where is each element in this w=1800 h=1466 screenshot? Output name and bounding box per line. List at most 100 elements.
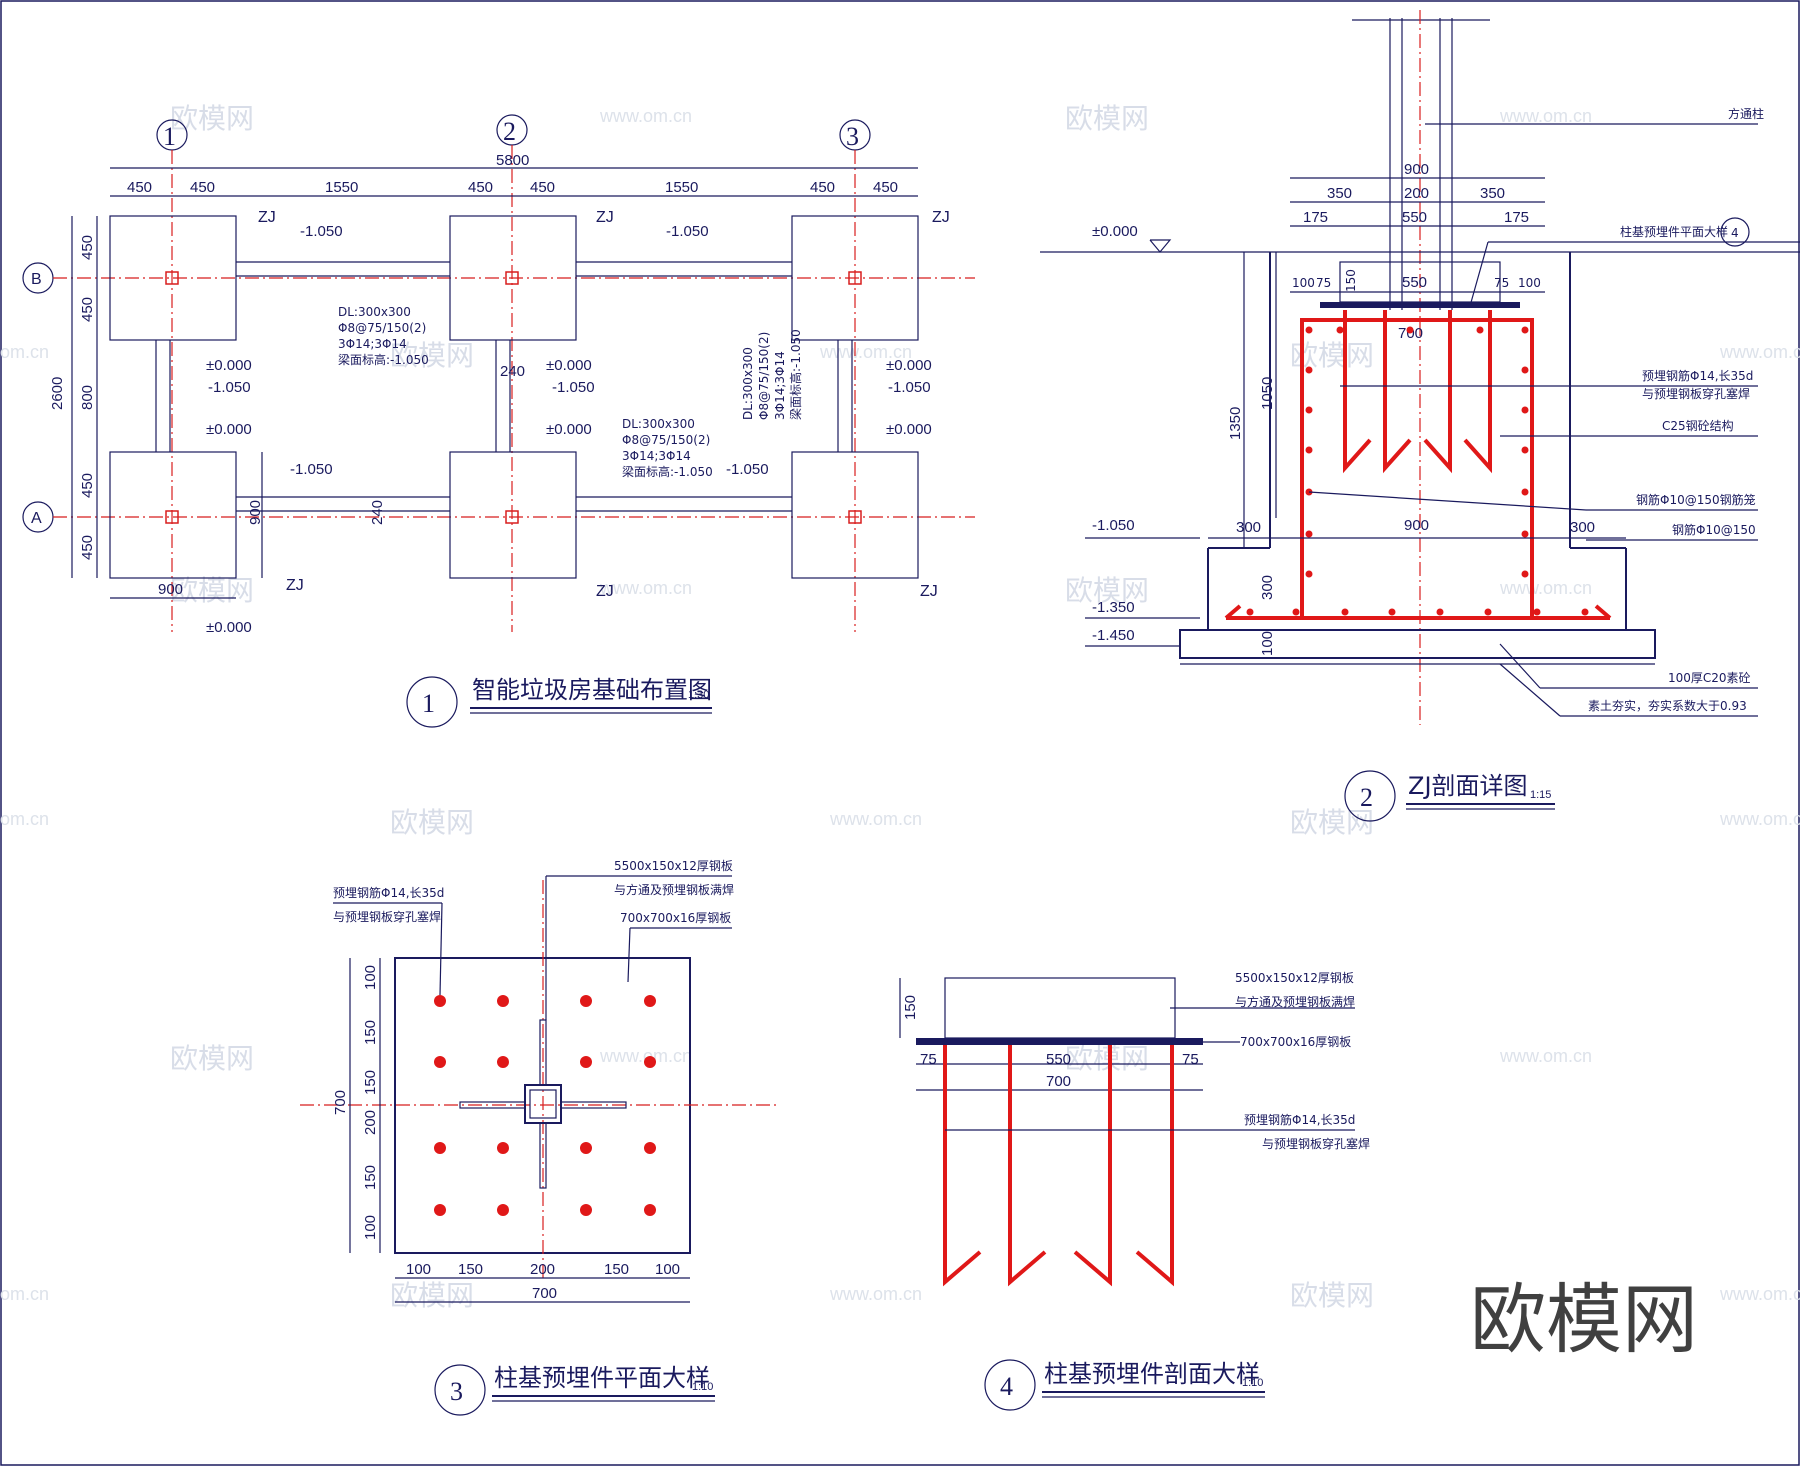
watermark-brand: 欧模网 [1290, 806, 1374, 839]
elev-label: -1.050 [552, 379, 595, 396]
title-number-1: 1 [422, 689, 435, 718]
drawing-3-plate-plan: 700 100 150 150 200 150 100 100 150 200 … [300, 859, 780, 1416]
note-full-weld: 与方通及预埋钢板满焊 [614, 882, 734, 897]
dim-900: 900 [158, 581, 183, 598]
anchor-bars-section [943, 1045, 1174, 1287]
dim-2600: 2600 [49, 377, 66, 410]
watermark-site: www.om.cn [829, 809, 922, 829]
dim-550: 550 [1402, 209, 1427, 226]
dim-150: 150 [362, 1070, 379, 1095]
drawing-4-plate-section: 150 75 550 75 700 5500x150x12厚钢板 与方通及预埋钢… [899, 971, 1370, 1411]
dim-450: 450 [873, 179, 898, 196]
note-cage: 钢筋Φ10@150钢筋笼 [1636, 492, 1756, 507]
drawing-scale-3: 1:10 [692, 1381, 713, 1393]
note-full-weld: 与方通及预埋钢板满焊 [1235, 994, 1355, 1009]
axis-bubble-1: 1 [163, 122, 176, 151]
dim-700: 700 [1046, 1073, 1071, 1090]
dim-450: 450 [810, 179, 835, 196]
watermark-brand: 欧模网 [1065, 1042, 1149, 1075]
dim-450: 450 [79, 535, 96, 560]
beam-note: Φ8@75/150(2) [757, 332, 771, 420]
dim-450: 450 [127, 179, 152, 196]
dim-175: 175 [1504, 209, 1529, 226]
elev-label: -1.450 [1092, 627, 1135, 644]
footing-zj [449, 215, 577, 341]
watermark-brand: 欧模网 [1065, 574, 1149, 607]
watermark-brand: 欧模网 [170, 102, 254, 135]
dim-100: 100 [406, 1261, 431, 1278]
label-zj: ZJ [932, 209, 950, 226]
note-soil: 素土夯实，夯实系数大于0.93 [1588, 698, 1747, 713]
dim-800: 800 [79, 385, 96, 410]
beam-note: DL:300x300 [622, 417, 695, 431]
embedded-plate [1320, 302, 1520, 308]
beam-note: DL:300x300 [741, 347, 755, 420]
dim-150: 150 [1344, 269, 1358, 292]
rebar-dots [1246, 326, 1589, 616]
note-weld: 与预埋钢板穿孔塞焊 [333, 909, 441, 924]
column-marker [505, 271, 519, 285]
footing-zj [791, 451, 919, 579]
watermark-site: www.om.cn [599, 578, 692, 598]
title-number-3: 3 [450, 1377, 463, 1406]
elev-label: -1.350 [1092, 599, 1135, 616]
watermark-site: www.om.cn [1719, 1284, 1800, 1304]
dim-1050: 1050 [1259, 377, 1276, 410]
elev-label: -1.050 [726, 461, 769, 478]
dim-350: 350 [1480, 185, 1505, 202]
dim-300: 300 [1259, 575, 1276, 600]
drawing-1-foundation-plan: 1 2 3 B A [22, 114, 975, 728]
note-rebar: 预埋钢筋Φ14,长35d [333, 885, 444, 900]
stiffener-plate [560, 1101, 627, 1109]
footing-zj [449, 451, 577, 579]
stiffener-plate [539, 1019, 547, 1086]
dim-700: 700 [1398, 325, 1423, 342]
dim-450: 450 [79, 297, 96, 322]
dim-150: 150 [604, 1261, 629, 1278]
dim-200: 200 [362, 1110, 379, 1135]
axis-bubble-B: B [31, 271, 42, 288]
dim-240: 240 [500, 363, 525, 380]
stiffener-plate [539, 1122, 547, 1189]
footing-zj [109, 215, 237, 341]
title-number-4: 4 [1000, 1372, 1013, 1401]
brand-logo: 欧模网 [1470, 1275, 1698, 1364]
title-number-2: 2 [1360, 783, 1373, 812]
beam-note: DL:300x300 [338, 305, 411, 319]
note-stirrup: 钢筋Φ10@150 [1672, 522, 1756, 537]
elev-label: ±0.000 [1092, 223, 1138, 240]
axis-bubble-3: 3 [846, 122, 859, 151]
watermark-site: www.om.cn [1499, 578, 1592, 598]
beam-note: 3Φ14;3Φ14 [773, 351, 787, 420]
label-square-tube: 方通柱 [1728, 106, 1764, 121]
drawing-scale-4: 1:10 [1242, 1377, 1263, 1389]
dim-450: 450 [190, 179, 215, 196]
watermark-site: www.om.cn [599, 1046, 692, 1066]
ground-beams [155, 261, 853, 512]
dim-150: 150 [362, 1165, 379, 1190]
footing-zj [109, 451, 237, 579]
axis-bubble-A: A [31, 510, 42, 527]
dim-450: 450 [530, 179, 555, 196]
stiffener-plate [459, 1101, 526, 1109]
dim-700: 700 [532, 1285, 557, 1302]
dim-900: 900 [247, 500, 264, 525]
label-zj: ZJ [286, 577, 304, 594]
watermarks: 欧模网 www.om.cn 欧模网 www.om.cn om.cn 欧模网 ww… [0, 102, 1800, 1312]
dim-200: 200 [1404, 185, 1429, 202]
dim-1550: 1550 [665, 179, 698, 196]
anchor-bars [434, 995, 656, 1216]
dim-100: 100 [1518, 276, 1541, 290]
dim-240: 240 [369, 500, 386, 525]
dim-150: 150 [362, 1020, 379, 1045]
rebar-cage [1224, 310, 1612, 620]
column-marker [165, 510, 179, 524]
column-marker [505, 510, 519, 524]
drawing-2-zj-section: 方通柱 900 350 200 350 175 550 175 100 75 1… [1040, 10, 1800, 822]
watermark-site: www.om.cn [1499, 1046, 1592, 1066]
beam-note: 3Φ14;3Φ14 [622, 449, 691, 463]
dim-150: 150 [458, 1261, 483, 1278]
dim-total-5800: 5800 [496, 152, 529, 169]
